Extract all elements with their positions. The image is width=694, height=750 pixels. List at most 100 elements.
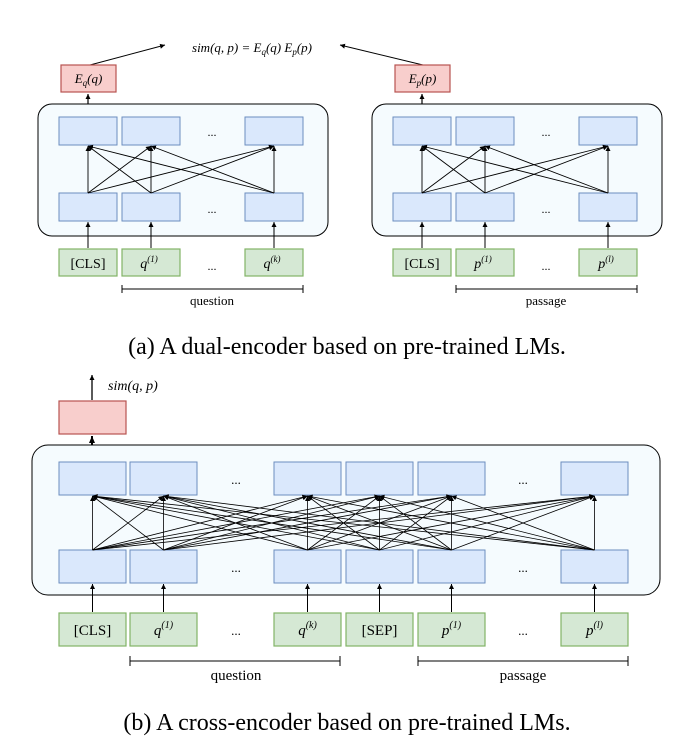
q-encoder-bottom-node [121, 192, 181, 222]
cross-top-node [273, 461, 342, 496]
question-brace-b [129, 656, 341, 666]
cross-top-node [129, 461, 198, 496]
p-top-ellipsis: ... [542, 125, 551, 139]
cross-input-ellipsis: ... [518, 623, 528, 638]
cross-bottom-node [417, 549, 486, 584]
cross-input-token [560, 612, 629, 647]
cross-attention-edge [92, 494, 308, 551]
input-token-q1 [121, 248, 181, 277]
cross-attention-edge [163, 494, 452, 551]
cross-attention-edge [92, 494, 380, 551]
ep-output-label: Ep(p) [408, 71, 437, 88]
input-ellipsis-p: ... [542, 259, 551, 273]
p-encoder-attention-edge [421, 144, 609, 194]
q-encoder-attention-edge [150, 145, 275, 194]
cross-inputs: [CLS] q(1)... q(k) [SEP] p(1)... p(l) [58, 612, 629, 647]
similarity-label: sim(q, p) [108, 379, 158, 394]
passage-brace [455, 285, 638, 293]
eq-output-box [60, 64, 117, 93]
passage-brace-b [417, 656, 629, 666]
cross-bottom-node [129, 549, 198, 584]
b-bottom-ellipsis-1: ... [231, 560, 241, 575]
cross-input-token-label: p(l) [585, 620, 604, 639]
question-brace-label: question [190, 293, 235, 308]
b-top-ellipsis-1: ... [231, 472, 241, 487]
cross-input-token [58, 612, 127, 647]
panel-a: sim(q, p) = Eq(q) Ep(p) Eq(q) Ep(p) ... … [37, 40, 663, 360]
passage-brace-b-label: passage [500, 668, 547, 684]
panel-b: sim(q, p) ... ... ... ... [CLS] q(1)... q(… [31, 375, 661, 736]
q-encoder-bottom-node [58, 192, 118, 222]
q-encoder-attention-edge [87, 144, 275, 194]
caption-b: (b) A cross-encoder based on pre-trained… [123, 710, 570, 736]
question-brace-b-label: question [211, 668, 262, 684]
cross-input-token [129, 612, 198, 647]
input-token-cls-p [392, 248, 452, 277]
p-encoder-top-node [392, 116, 452, 146]
cross-encoder-network [58, 461, 629, 612]
ep-output-box [394, 64, 451, 93]
arrow-eq-to-sim [89, 43, 166, 66]
cross-top-node [417, 461, 486, 496]
cross-attention-edge [163, 494, 595, 551]
cross-input-token-label: q(k) [298, 620, 317, 639]
cross-output-box [58, 400, 127, 435]
b-bottom-ellipsis-2: ... [518, 560, 528, 575]
cross-attention-edge [379, 494, 595, 551]
p-encoder-bottom-node [392, 192, 452, 222]
input-ellipsis: ... [208, 259, 217, 273]
input-token-p1-label: p(1) [473, 254, 492, 272]
caption-a: (a) A dual-encoder based on pre-trained … [128, 334, 566, 360]
input-token-q1-label: q(1) [140, 254, 158, 272]
q-encoder-top-node [121, 116, 181, 146]
q-bottom-ellipsis: ... [208, 202, 217, 216]
input-token-cls-label: [CLS] [71, 257, 106, 272]
input-token-cls-p-label: [CLS] [405, 257, 440, 272]
cross-attention-edge [379, 495, 452, 551]
arrow-ep-to-sim [339, 43, 424, 66]
cross-attention-edge [307, 494, 595, 551]
cross-attention-edge [92, 494, 595, 551]
cross-bottom-node [345, 549, 414, 584]
q-encoder-bottom-node [244, 192, 304, 222]
cross-input-token-label: [CLS] [74, 623, 112, 639]
cross-top-node [560, 461, 629, 496]
question-brace [121, 285, 304, 293]
input-token-cls [58, 248, 118, 277]
cross-input-token [417, 612, 486, 647]
q-encoder-attention-edge [87, 145, 152, 194]
p-bottom-ellipsis: ... [542, 202, 551, 216]
p-encoder-bottom-node [578, 192, 638, 222]
cross-top-node [58, 461, 127, 496]
input-token-pl-label: p(l) [597, 254, 614, 272]
input-token-qk [244, 248, 304, 277]
cross-attention-edge [451, 495, 595, 551]
cross-input-token [273, 612, 342, 647]
q-encoder-top-node [244, 116, 304, 146]
cross-bottom-node [58, 549, 127, 584]
p-encoder-attention-edge [421, 145, 486, 194]
similarity-formula: sim(q, p) = Eq(q) Ep(p) [192, 40, 312, 57]
passage-encoder-network [392, 116, 638, 248]
p-encoder-attention-edge [484, 145, 609, 194]
passage-brace-label: passage [526, 293, 567, 308]
p-encoder-bottom-node [455, 192, 515, 222]
input-token-qk-label: q(k) [264, 254, 281, 272]
cross-input-ellipsis: ... [231, 623, 241, 638]
cross-bottom-node [560, 549, 629, 584]
cross-top-node [345, 461, 414, 496]
cross-bottom-node [273, 549, 342, 584]
q-encoder-top-node [58, 116, 118, 146]
cross-attention-edge [92, 495, 164, 551]
b-top-ellipsis-2: ... [518, 472, 528, 487]
cross-input-token [345, 612, 414, 647]
cross-input-token-label: p(1) [441, 620, 462, 639]
q-top-ellipsis: ... [208, 125, 217, 139]
cross-input-token-label: [SEP] [362, 623, 398, 639]
cross-input-token-label: q(1) [154, 620, 174, 639]
question-encoder-network [58, 116, 304, 248]
eq-output-label: Eq(q) [74, 71, 103, 88]
p-encoder-top-node [578, 116, 638, 146]
cross-attention-edge [92, 494, 452, 551]
